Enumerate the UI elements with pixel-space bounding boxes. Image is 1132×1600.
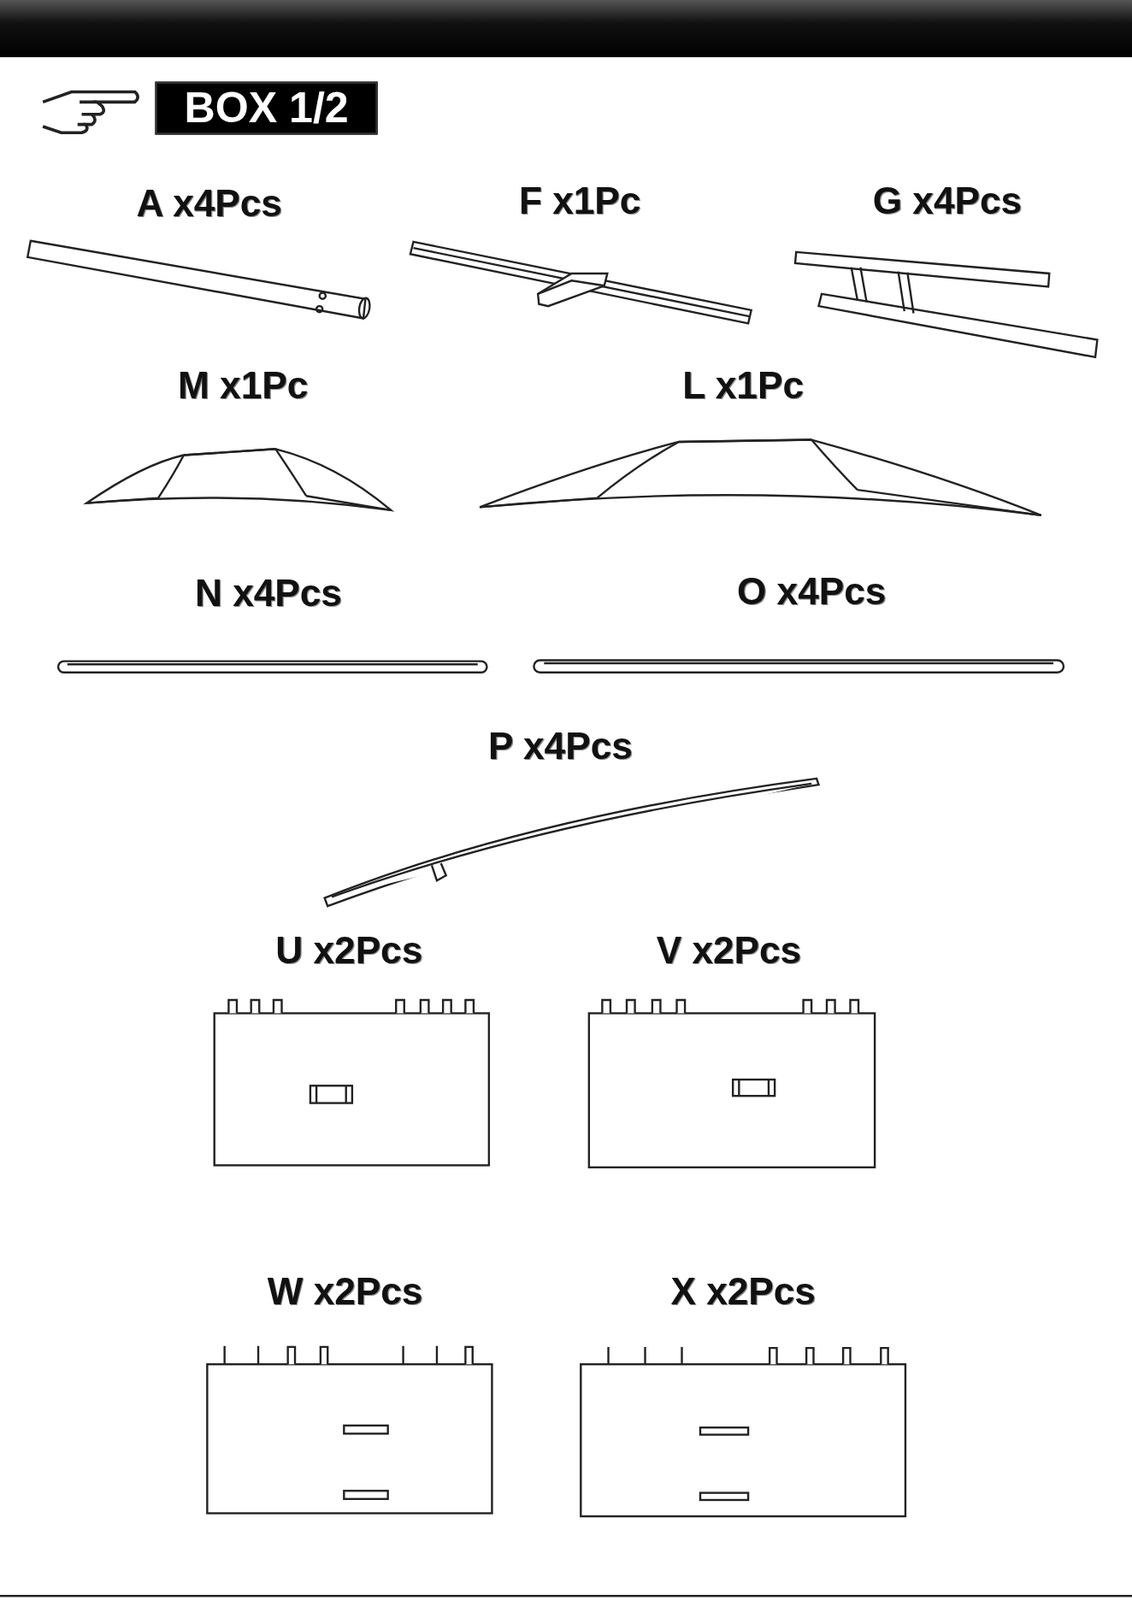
part-v-panel: [589, 1000, 875, 1168]
part-l-canopy: [479, 440, 1042, 516]
part-m-canopy: [86, 448, 391, 511]
part-label: G x4Pcs: [872, 179, 1022, 223]
part-label: X x2Pcs: [670, 1270, 815, 1314]
part-label: M x1Pc: [177, 364, 308, 407]
part-o-rod: [533, 660, 1064, 673]
part-label: P x4Pcs: [488, 725, 633, 769]
part-n-rod: [58, 661, 487, 673]
box-title: BOX 1/2: [183, 83, 348, 133]
footer-rule: [0, 1595, 1132, 1598]
part-label: F x1Pc: [518, 179, 641, 223]
box-label: BOX 1/2: [154, 82, 378, 136]
hand-icon: [42, 91, 138, 133]
part-label: V x2Pcs: [656, 930, 802, 973]
part-x-panel: [580, 1347, 906, 1517]
part-label: W x2Pcs: [267, 1270, 424, 1314]
part-label: O x4Pcs: [736, 570, 886, 614]
part-p-rafter: [324, 778, 820, 907]
part-u-panel: [214, 1000, 490, 1166]
part-a-tube: [27, 241, 372, 320]
part-label: N x4Pcs: [194, 572, 342, 616]
header-bar: [0, 0, 1132, 58]
part-label: L x1Pc: [682, 364, 804, 407]
part-g-frame: [795, 252, 1097, 358]
part-w-panel: [206, 1346, 492, 1515]
part-label: U x2Pcs: [275, 930, 423, 973]
part-f-bar: [410, 241, 752, 325]
part-label: A x4Pcs: [136, 182, 283, 226]
